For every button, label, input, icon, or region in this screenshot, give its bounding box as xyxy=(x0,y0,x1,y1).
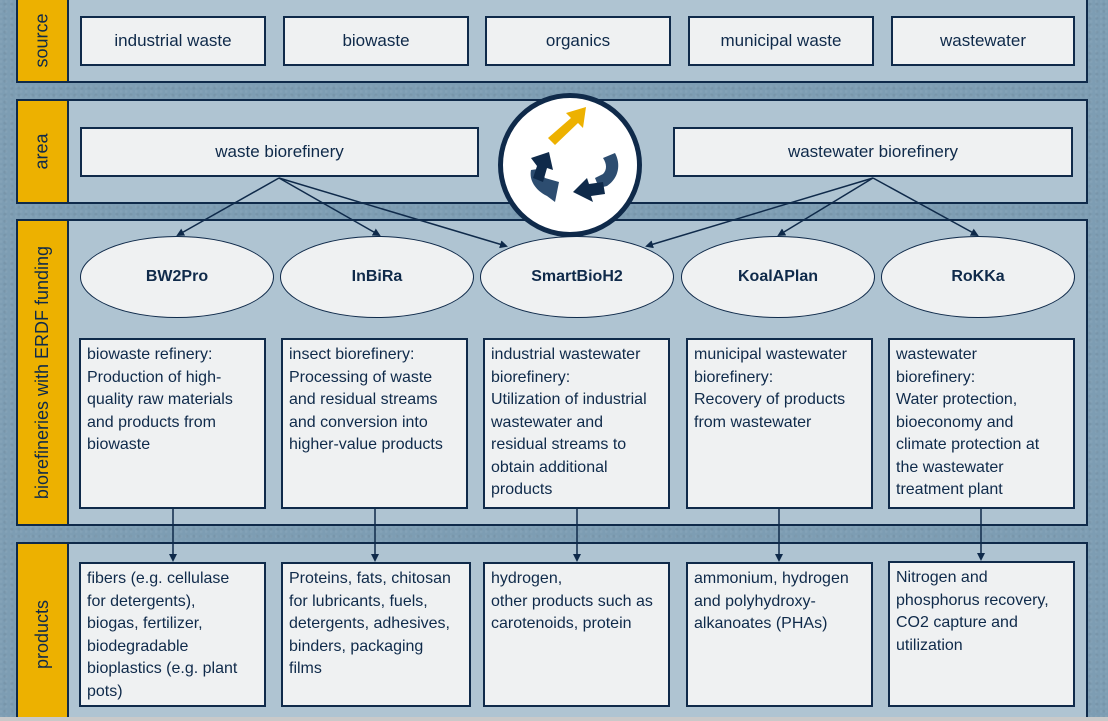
band-label-products: products xyxy=(18,544,69,721)
source-box-industrial-waste: industrial waste xyxy=(80,16,266,66)
project-ellipse-smartbioh2: SmartBioH2 xyxy=(480,236,674,318)
area-box-wastewater-biorefinery: wastewater biorefinery xyxy=(673,127,1073,177)
project-ellipse-koalaplan: KoalAPlan xyxy=(681,236,875,318)
band-label-text: biorefineries with ERDF funding xyxy=(32,245,52,500)
products-box-inbira: Proteins, fats, chitosan for lubricants,… xyxy=(281,562,471,707)
products-box-smartbioh2: hydrogen, other products such as caroten… xyxy=(483,562,670,707)
project-ellipse-rokka: RoKKa xyxy=(881,236,1075,318)
recycle-arrow-right-head xyxy=(573,178,605,202)
area-box-waste-biorefinery: waste biorefinery xyxy=(80,127,479,177)
recycle-arrow-right xyxy=(595,153,619,188)
band-label-text: source xyxy=(32,13,52,68)
project-description-bw2pro: biowaste refinery: Production of high- q… xyxy=(79,338,266,509)
products-box-bw2pro: fibers (e.g. cellulase for detergents), … xyxy=(79,562,266,707)
recycle-arrow-left-head xyxy=(531,152,553,182)
band-label-text: products xyxy=(32,599,53,670)
project-description-rokka: wastewater biorefinery: Water protection… xyxy=(888,338,1075,509)
source-box-organics: organics xyxy=(485,16,671,66)
recycling-logo xyxy=(498,93,642,237)
source-box-wastewater: wastewater xyxy=(891,16,1075,66)
band-label-source: source xyxy=(18,0,69,81)
recycling-arrows-icon xyxy=(530,107,619,202)
bottom-strip xyxy=(0,717,1108,721)
band-label-area: area xyxy=(18,101,69,202)
products-box-rokka: Nitrogen and phosphorus recovery, CO2 ca… xyxy=(888,561,1075,707)
band-label-biorefineries: biorefineries with ERDF funding xyxy=(18,221,69,524)
source-box-municipal-waste: municipal waste xyxy=(688,16,874,66)
project-ellipse-inbira: InBiRa xyxy=(280,236,474,318)
project-ellipse-bw2pro: BW2Pro xyxy=(80,236,274,318)
project-description-smartbioh2: industrial wastewater biorefinery: Utili… xyxy=(483,338,670,509)
project-description-inbira: insect biorefinery: Processing of waste … xyxy=(281,338,468,509)
upward-arrow-icon xyxy=(548,107,586,145)
project-description-koalaplan: municipal wastewater biorefinery: Recove… xyxy=(686,338,873,509)
source-box-biowaste: biowaste xyxy=(283,16,469,66)
products-box-koalaplan: ammonium, hydrogen and polyhydroxy- alka… xyxy=(686,562,873,707)
band-label-text: area xyxy=(32,133,52,170)
